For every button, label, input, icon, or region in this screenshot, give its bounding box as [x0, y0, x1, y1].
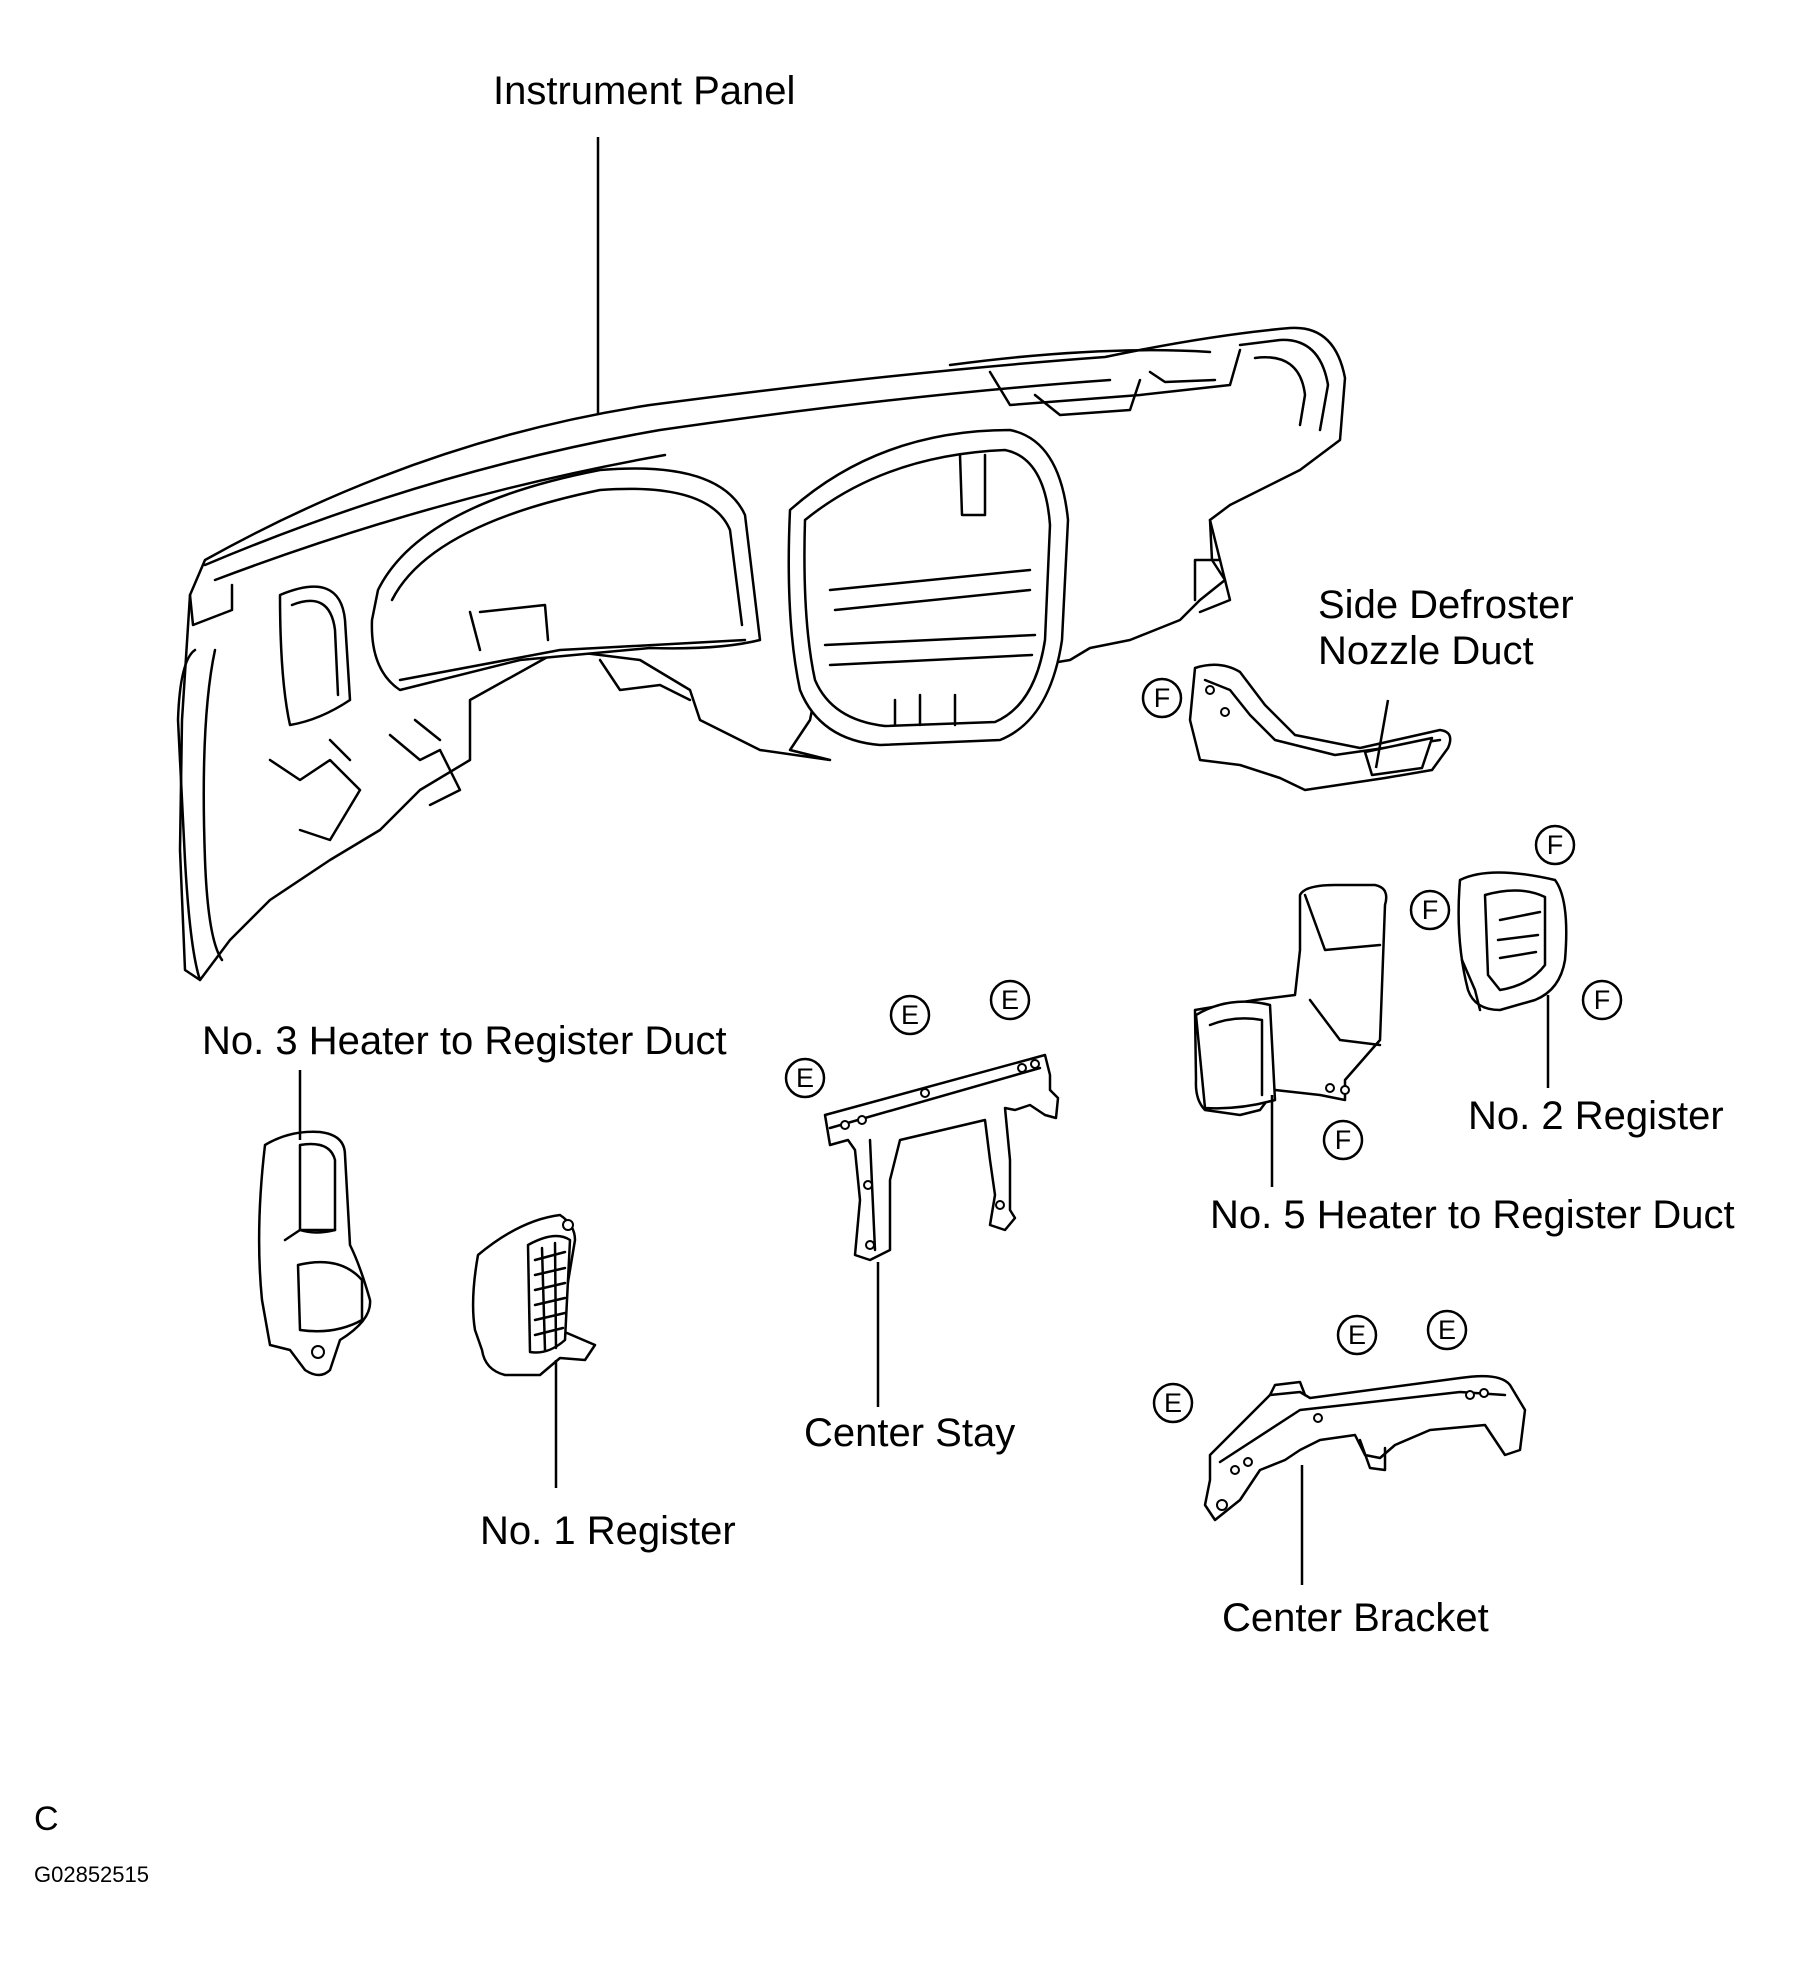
fastener-marks: F F F F F E E E E E E [784, 677, 1623, 1424]
svg-text:E: E [1001, 985, 1019, 1015]
fastener-f-mark: F [1581, 979, 1623, 1021]
side-defroster-label-line1: Side Defroster [1318, 583, 1574, 627]
figure-code: G02852515 [34, 1862, 149, 1887]
fastener-f-mark: F [1141, 677, 1183, 719]
fastener-f-mark: F [1322, 1119, 1364, 1161]
fastener-e-mark: E [1152, 1382, 1194, 1424]
side-defroster-label-line2: Nozzle Duct [1318, 629, 1534, 673]
center-bracket-label: Center Bracket [1222, 1596, 1489, 1640]
instrument-panel-illustration [176, 326, 1347, 982]
center-bracket-illustration [1203, 1374, 1527, 1522]
center-stay-label: Center Stay [804, 1411, 1016, 1455]
center-stay-illustration [823, 1053, 1060, 1262]
fastener-f-mark: F [1409, 889, 1451, 931]
svg-text:F: F [1335, 1125, 1352, 1155]
no5-heater-to-register-duct-illustration [1193, 883, 1388, 1117]
fastener-e-mark: E [1336, 1314, 1378, 1356]
leader-lines [298, 137, 1550, 1585]
fastener-e-mark: E [1426, 1309, 1468, 1351]
no3-heater-to-register-duct-illustration [257, 1130, 372, 1377]
svg-text:F: F [1154, 683, 1171, 713]
no1-register-illustration [471, 1213, 597, 1377]
svg-text:E: E [1164, 1388, 1182, 1418]
no2-register-illustration [1457, 871, 1568, 1012]
svg-text:F: F [1422, 895, 1439, 925]
no2-register-label: No. 2 Register [1468, 1094, 1724, 1138]
svg-text:F: F [1594, 985, 1611, 1015]
svg-text:F: F [1547, 830, 1564, 860]
svg-text:E: E [901, 1000, 919, 1030]
fastener-e-mark: E [989, 979, 1031, 1021]
svg-text:E: E [796, 1063, 814, 1093]
svg-text:E: E [1438, 1315, 1456, 1345]
instrument-panel-label: Instrument Panel [493, 69, 796, 113]
fastener-f-mark: F [1534, 824, 1576, 866]
no5-duct-label: No. 5 Heater to Register Duct [1210, 1193, 1735, 1237]
no3-duct-label: No. 3 Heater to Register Duct [202, 1019, 727, 1063]
svg-text:E: E [1348, 1320, 1366, 1350]
section-letter: C [34, 1800, 59, 1838]
no1-register-label: No. 1 Register [480, 1509, 736, 1553]
side-defroster-nozzle-duct-illustration [1188, 663, 1452, 792]
fastener-e-mark: E [784, 1057, 826, 1099]
fastener-e-mark: E [889, 994, 931, 1036]
